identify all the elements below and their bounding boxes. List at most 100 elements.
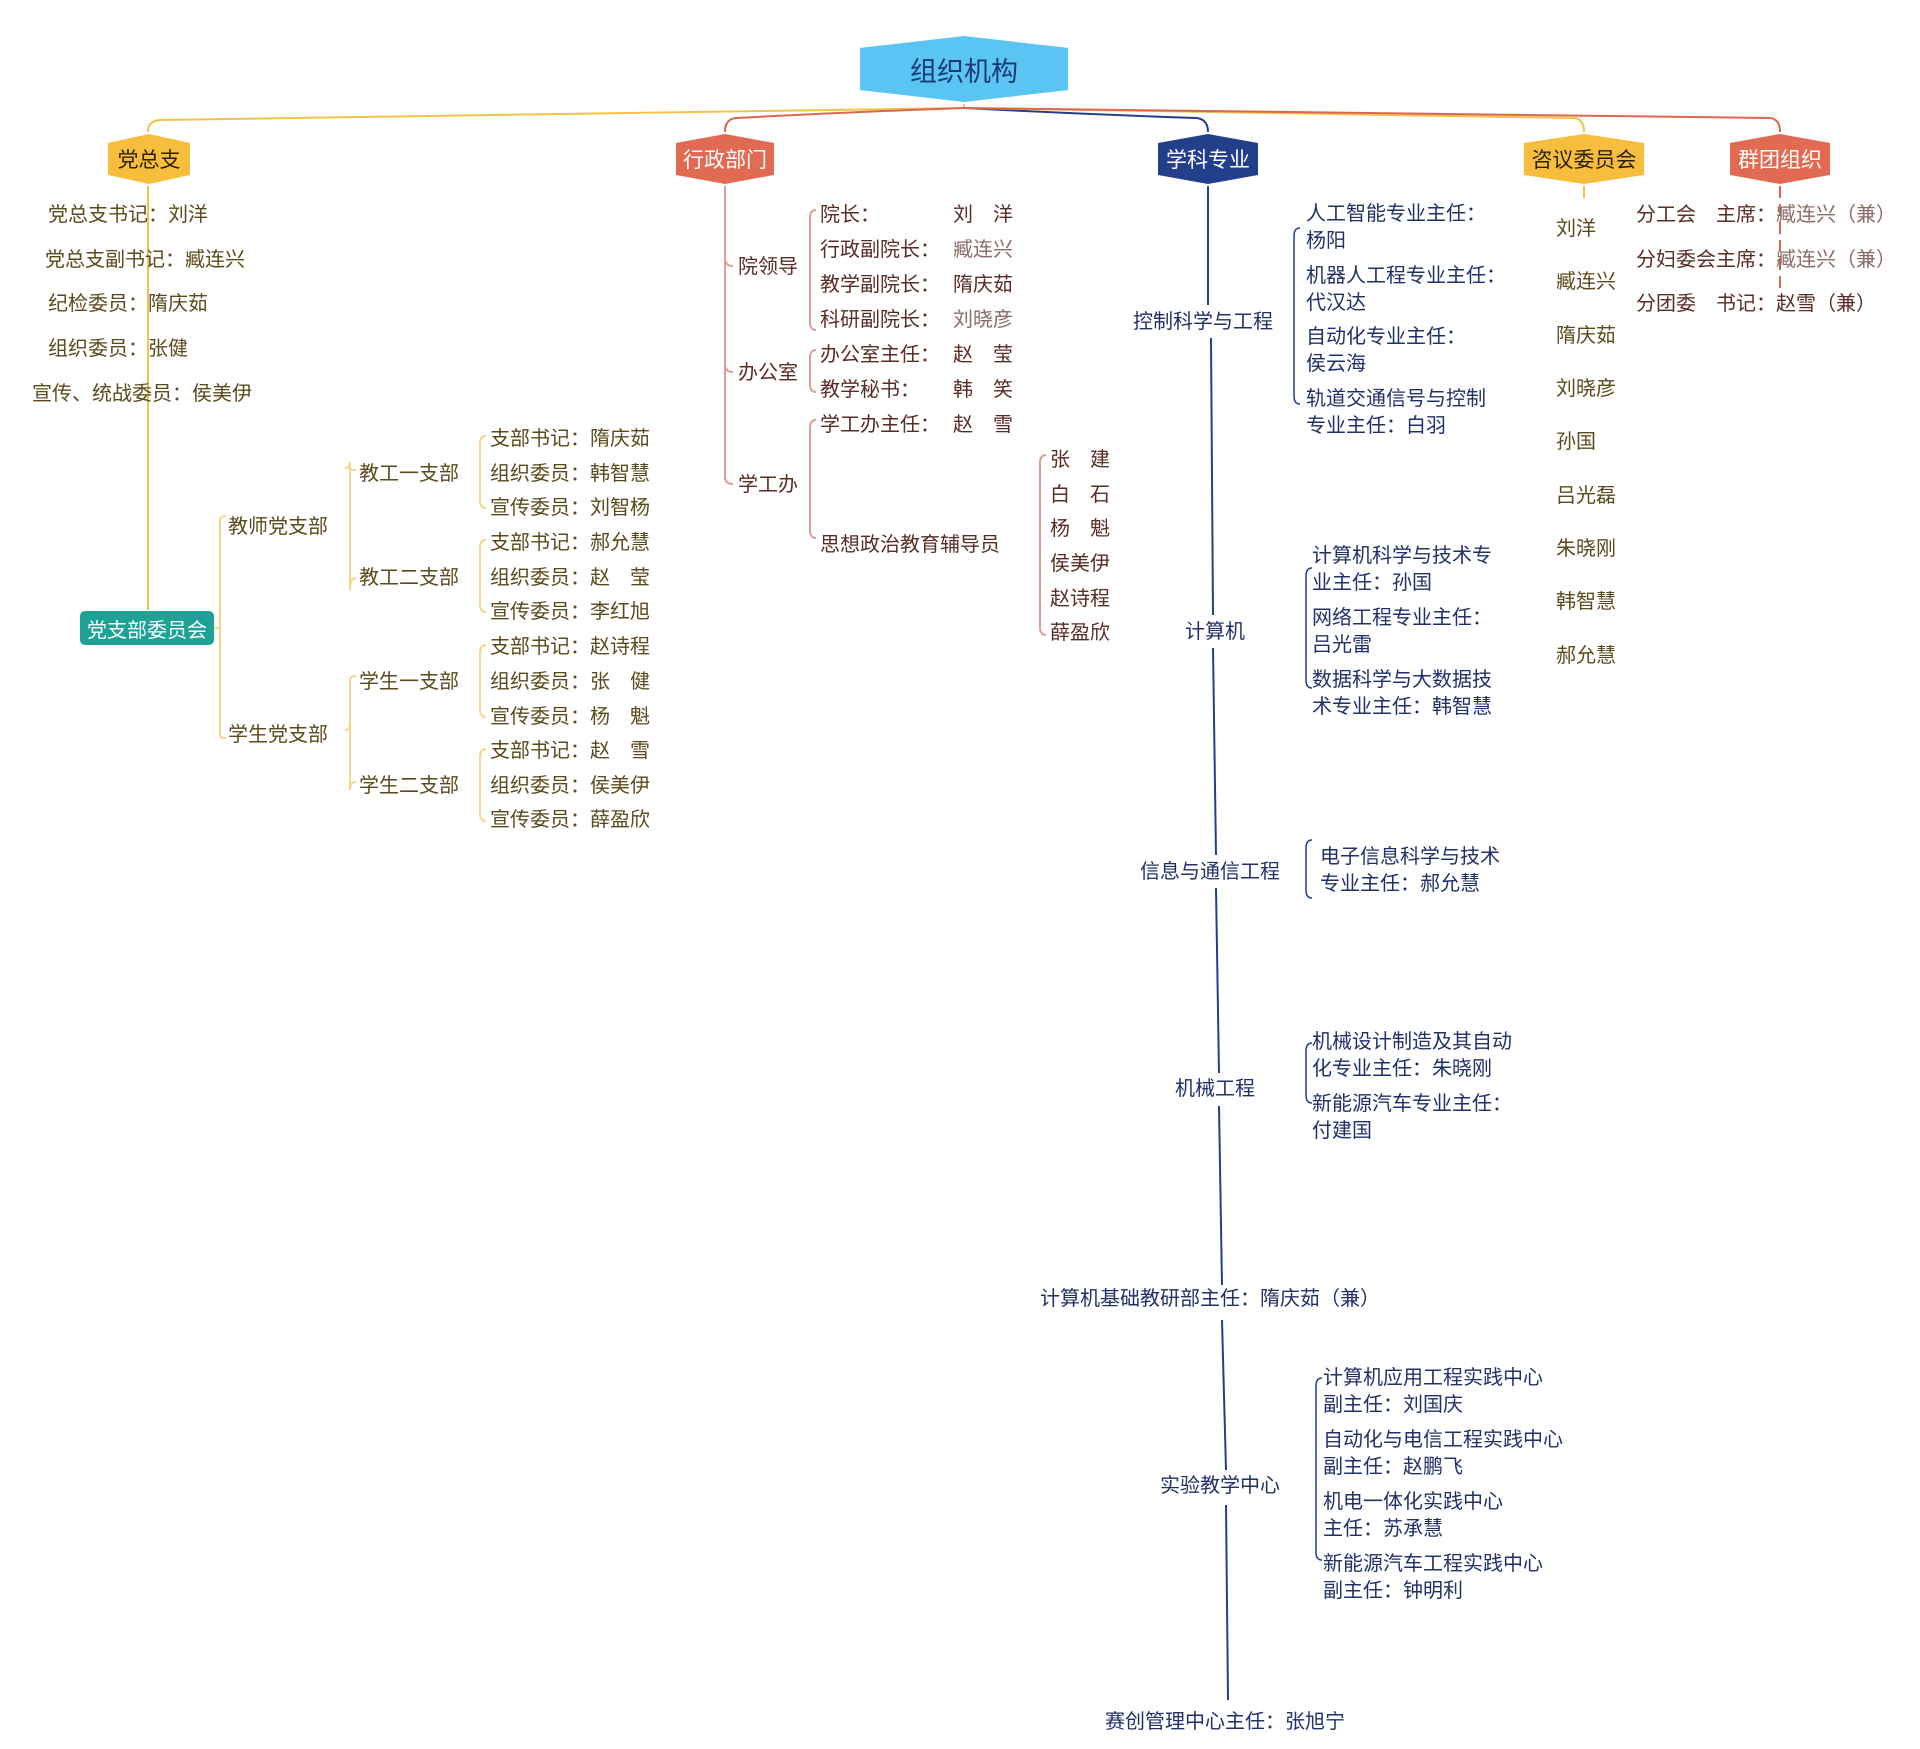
major-director[interactable]: 机械设计制造及其自动化专业主任：朱晓刚	[1312, 1028, 1512, 1082]
party-member[interactable]: 党总支副书记：臧连兴	[45, 247, 245, 271]
admin-role[interactable]: 科研副院长：刘晓彦	[820, 306, 1013, 333]
sub-branch-member[interactable]: 宣传委员：薛盈欣	[490, 807, 650, 831]
node-sub-branch[interactable]: 教工二支部	[359, 565, 459, 589]
lab-director[interactable]: 新能源汽车工程实践中心副主任：钟明利	[1323, 1550, 1543, 1604]
sub-branch-member[interactable]: 支部书记：郝允慧	[490, 530, 650, 554]
sub-branch-member[interactable]: 宣传委员：杨 魁	[490, 704, 650, 728]
node-lab-center[interactable]: 实验教学中心	[1160, 1473, 1280, 1497]
major-director[interactable]: 新能源汽车专业主任： 付建国	[1312, 1090, 1512, 1144]
sub-branch-member[interactable]: 支部书记：赵 雪	[490, 738, 650, 762]
role-name: 刘 洋	[953, 202, 1013, 226]
node-college-leaders[interactable]: 院领导	[738, 254, 798, 278]
advisory-member[interactable]: 郝允慧	[1556, 643, 1616, 667]
major-line: 专业主任：白羽	[1306, 413, 1446, 437]
connector-admin	[724, 107, 965, 133]
major-director[interactable]: 轨道交通信号与控制专业主任：白羽	[1306, 385, 1486, 439]
advisory-member[interactable]: 孙国	[1556, 429, 1596, 453]
major-director[interactable]: 电子信息科学与技术专业主任：郝允慧	[1320, 843, 1500, 897]
node-admin-dept[interactable]: 行政部门	[676, 134, 774, 184]
admin-role[interactable]: 学工办主任：赵 雪	[820, 411, 1013, 438]
party-member[interactable]: 组织委员：张健	[48, 336, 188, 360]
advisory-member[interactable]: 吕光磊	[1556, 483, 1616, 507]
party-member[interactable]: 纪检委员：隋庆茹	[48, 291, 208, 315]
node-office[interactable]: 办公室	[738, 360, 798, 384]
major-line: 付建国	[1312, 1118, 1372, 1142]
node-advisory[interactable]: 咨议委员会	[1524, 134, 1644, 184]
node-student-branch[interactable]: 学生党支部	[228, 722, 328, 746]
node-sub-branch[interactable]: 教工一支部	[359, 461, 459, 485]
sub-branch-member[interactable]: 宣传委员：李红旭	[490, 599, 650, 623]
counselor-name[interactable]: 侯美伊	[1050, 551, 1110, 575]
node-student-affairs[interactable]: 学工办	[738, 472, 798, 496]
node-sub-branch[interactable]: 学生一支部	[359, 669, 459, 693]
role-title: 行政副院长：	[820, 237, 940, 261]
mass-role[interactable]: 分妇委会主席：臧连兴（兼）	[1636, 246, 1896, 273]
lab-line: 副主任：赵鹏飞	[1323, 1454, 1463, 1478]
node-mechanical[interactable]: 机械工程	[1175, 1076, 1255, 1100]
advisory-member[interactable]: 韩智慧	[1556, 589, 1616, 613]
major-director[interactable]: 人工智能专业主任：杨阳	[1306, 200, 1486, 254]
sub-branch-member[interactable]: 支部书记：赵诗程	[490, 634, 650, 658]
node-sub-branch[interactable]: 学生二支部	[359, 773, 459, 797]
role-title: 教学秘书：	[820, 377, 920, 401]
major-director[interactable]: 数据科学与大数据技术专业主任：韩智慧	[1312, 666, 1492, 720]
sub-branch-member[interactable]: 组织委员：韩智慧	[490, 461, 650, 485]
major-line: 杨阳	[1306, 228, 1346, 252]
lab-line: 机电一体化实践中心	[1323, 1489, 1503, 1513]
lab-line: 计算机应用工程实践中心	[1323, 1365, 1543, 1389]
role-name: 隋庆茹	[953, 272, 1013, 296]
major-director[interactable]: 计算机科学与技术专业主任：孙国	[1312, 542, 1492, 596]
node-computer-basics[interactable]: 计算机基础教研部主任：隋庆茹（兼）	[1040, 1286, 1380, 1310]
party-member[interactable]: 党总支书记：刘洋	[48, 202, 208, 226]
admin-role[interactable]: 教学秘书：韩 笑	[820, 376, 1013, 403]
counselor-name[interactable]: 杨 魁	[1050, 516, 1110, 540]
major-line: 机械设计制造及其自动	[1312, 1029, 1512, 1053]
counselor-name[interactable]: 白 石	[1050, 482, 1110, 506]
advisory-member[interactable]: 隋庆茹	[1556, 323, 1616, 347]
sub-branch-member[interactable]: 组织委员：侯美伊	[490, 773, 650, 797]
lab-director[interactable]: 自动化与电信工程实践中心副主任：赵鹏飞	[1323, 1426, 1563, 1480]
admin-role[interactable]: 行政副院长：臧连兴	[820, 236, 1013, 263]
advisory-member[interactable]: 朱晓刚	[1556, 536, 1616, 560]
major-director[interactable]: 机器人工程专业主任：代汉达	[1306, 262, 1506, 316]
node-control-science[interactable]: 控制科学与工程	[1133, 309, 1273, 333]
node-party-branch[interactable]: 党总支	[108, 134, 190, 184]
mass-role[interactable]: 分团委 书记：赵雪（兼）	[1636, 290, 1876, 317]
advisory-member[interactable]: 臧连兴	[1556, 269, 1616, 293]
major-line: 新能源汽车专业主任：	[1312, 1091, 1512, 1115]
node-counselors[interactable]: 思想政治教育辅导员	[820, 532, 1000, 556]
counselor-name[interactable]: 赵诗程	[1050, 586, 1110, 610]
counselor-name[interactable]: 张 建	[1050, 447, 1110, 471]
major-line: 电子信息科学与技术	[1320, 844, 1500, 868]
advisory-member[interactable]: 刘洋	[1556, 216, 1596, 240]
major-line: 轨道交通信号与控制	[1306, 386, 1486, 410]
major-line: 网络工程专业主任：	[1312, 605, 1492, 629]
node-info-comm[interactable]: 信息与通信工程	[1140, 859, 1280, 883]
lab-director[interactable]: 机电一体化实践中心主任：苏承慧	[1323, 1488, 1503, 1542]
sub-branch-member[interactable]: 组织委员：张 健	[490, 669, 650, 693]
lab-line: 副主任：钟明利	[1323, 1578, 1463, 1602]
lab-line: 新能源汽车工程实践中心	[1323, 1551, 1543, 1575]
role-title: 分工会 主席：	[1636, 202, 1776, 226]
advisory-member[interactable]: 刘晓彦	[1556, 376, 1616, 400]
root-node[interactable]: 组织机构	[860, 36, 1068, 102]
admin-role[interactable]: 教学副院长：隋庆茹	[820, 271, 1013, 298]
major-director[interactable]: 网络工程专业主任：吕光雷	[1312, 604, 1492, 658]
node-teacher-branch[interactable]: 教师党支部	[228, 514, 328, 538]
admin-role[interactable]: 院长：刘 洋	[820, 201, 1013, 228]
node-competition-center[interactable]: 赛创管理中心主任：张旭宁	[1105, 1709, 1345, 1733]
party-member[interactable]: 宣传、统战委员：侯美伊	[32, 381, 252, 405]
mass-role[interactable]: 分工会 主席：臧连兴（兼）	[1636, 201, 1896, 228]
admin-role[interactable]: 办公室主任：赵 莹	[820, 341, 1013, 368]
role-title: 分妇委会主席：	[1636, 247, 1776, 271]
sub-branch-member[interactable]: 宣传委员：刘智杨	[490, 495, 650, 519]
lab-director[interactable]: 计算机应用工程实践中心副主任：刘国庆	[1323, 1364, 1543, 1418]
sub-branch-member[interactable]: 组织委员：赵 莹	[490, 565, 650, 589]
counselor-name[interactable]: 薛盈欣	[1050, 620, 1110, 644]
node-party-committee[interactable]: 党支部委员会	[80, 611, 214, 645]
node-computer[interactable]: 计算机	[1185, 619, 1245, 643]
major-director[interactable]: 自动化专业主任：侯云海	[1306, 323, 1466, 377]
node-mass-org[interactable]: 群团组织	[1730, 134, 1830, 184]
sub-branch-member[interactable]: 支部书记：隋庆茹	[490, 426, 650, 450]
node-discipline[interactable]: 学科专业	[1158, 134, 1258, 184]
